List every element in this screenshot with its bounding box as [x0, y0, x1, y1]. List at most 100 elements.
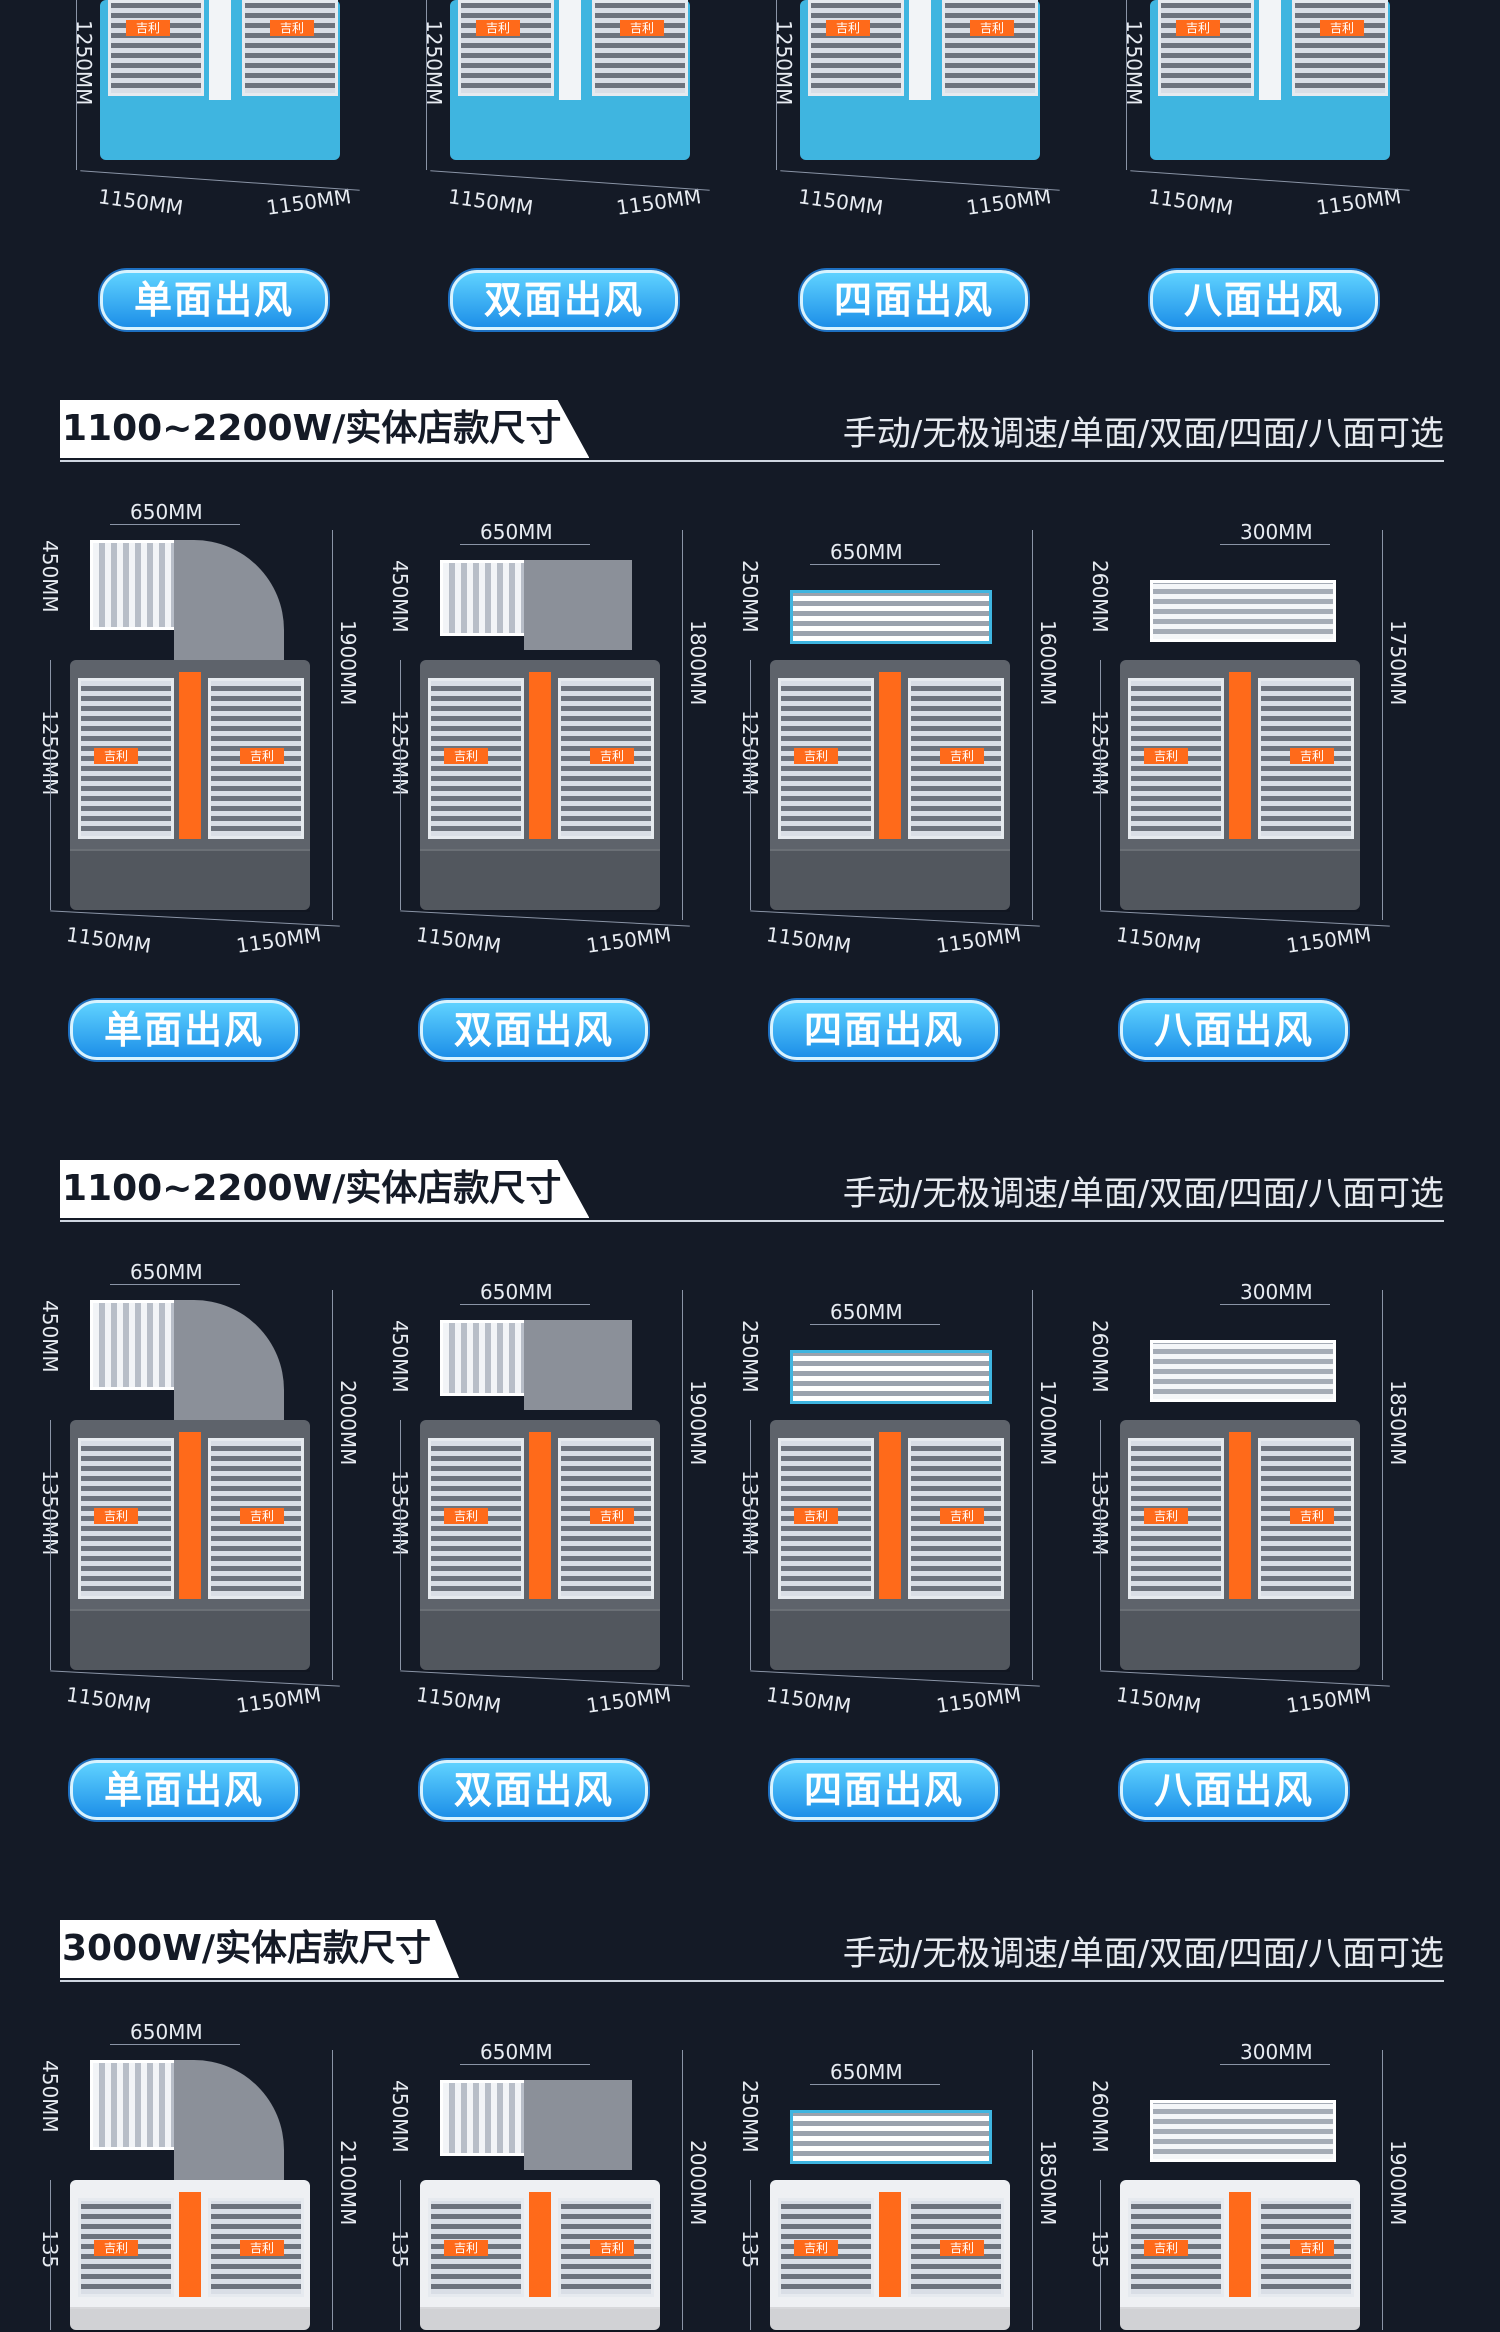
depth-dimension-right: 1150MM [234, 922, 323, 958]
outlet-width-dimension: 650MM [480, 2040, 553, 2064]
dim-line [810, 2084, 940, 2085]
depth-dimension-left: 1150MM [764, 922, 853, 958]
water-tank-base [1120, 1609, 1360, 1672]
water-tank-base [420, 2307, 660, 2332]
control-panel [879, 672, 901, 839]
outlet-width-dimension: 650MM [130, 500, 203, 524]
brand-tag: 吉利 [476, 20, 520, 36]
outlet-height-dimension: 450MM [388, 1320, 412, 1393]
dim-line [1220, 1304, 1330, 1305]
cooler-body: 吉利吉利 [420, 660, 660, 912]
outlet-height-dimension: 450MM [38, 2060, 62, 2133]
airflow-option-button[interactable]: 八面出风 [1150, 270, 1378, 330]
cooler-body: 吉利吉利 [420, 2180, 660, 2332]
control-panel [1259, 0, 1281, 100]
air-duct-outlet [90, 540, 180, 630]
section-title: 3000W/实体店款尺寸 [60, 1920, 460, 1978]
dim-line [110, 1284, 240, 1285]
depth-dimension-right: 1150MM [584, 1682, 673, 1718]
total-height-dimension: 1600MM [1036, 620, 1060, 706]
air-duct-outlet [90, 1300, 180, 1390]
cooler-body: 吉利吉利 [1120, 2180, 1360, 2332]
air-grill-left [1158, 0, 1254, 96]
dim-line [400, 1670, 690, 1687]
depth-dimension-left: 1150MM [1114, 922, 1203, 958]
outlet-height-dimension: 260MM [1088, 2080, 1112, 2153]
brand-tag: 吉利 [240, 747, 284, 764]
total-height-dimension: 1700MM [1036, 1380, 1060, 1466]
dim-line [750, 1420, 751, 1670]
air-duct-outlet [90, 2060, 180, 2150]
airflow-option-button[interactable]: 八面出风 [1120, 1760, 1348, 1820]
brand-tag: 吉利 [590, 2239, 634, 2256]
section-subtitle: 手动/无极调速/单面/双面/四面/八面可选 [842, 1934, 1444, 1974]
depth-dimension-right: 1150MM [1284, 1682, 1373, 1718]
total-height-dimension: 1750MM [1386, 620, 1410, 706]
airflow-option-button[interactable]: 单面出风 [70, 1000, 298, 1060]
water-tank-base [1120, 2307, 1360, 2332]
airflow-option-button[interactable]: 四面出风 [770, 1000, 998, 1060]
control-panel [179, 672, 201, 839]
eight-way-outlet [1150, 580, 1336, 642]
dim-line [332, 530, 333, 920]
section-title: 1100~2200W/实体店款尺寸 [60, 1160, 590, 1218]
dim-line [1126, 0, 1127, 170]
dim-line [400, 660, 401, 910]
dim-line [1100, 2180, 1101, 2330]
airflow-option-button[interactable]: 四面出风 [800, 270, 1028, 330]
outlet-height-dimension: 250MM [738, 1320, 762, 1393]
dim-line [50, 1420, 51, 1670]
outlet-width-dimension: 650MM [830, 540, 903, 564]
cooler-body: 吉利吉利 [770, 660, 1010, 912]
dim-line [1100, 910, 1390, 927]
airflow-option-button[interactable]: 双面出风 [420, 1760, 648, 1820]
outlet-width-dimension: 650MM [130, 1260, 203, 1284]
brand-tag: 吉利 [240, 2239, 284, 2256]
section-title: 1100~2200W/实体店款尺寸 [60, 400, 590, 458]
water-tank-base [70, 849, 310, 912]
cooler-body: 吉利吉利 [1120, 660, 1360, 912]
airflow-option-button[interactable]: 单面出风 [70, 1760, 298, 1820]
control-panel [879, 2192, 901, 2297]
depth-dimension-right: 1150MM [234, 1682, 323, 1718]
outlet-width-dimension: 650MM [830, 2060, 903, 2084]
dim-line [1032, 530, 1033, 920]
dim-line [682, 530, 683, 920]
dim-line [110, 2044, 240, 2045]
dim-line [110, 524, 240, 525]
dim-line [810, 1324, 940, 1325]
airflow-option-button[interactable]: 四面出风 [770, 1760, 998, 1820]
dim-line [810, 564, 940, 565]
airflow-option-button[interactable]: 双面出风 [450, 270, 678, 330]
dim-line [776, 0, 777, 170]
airflow-option-button[interactable]: 单面出风 [100, 270, 328, 330]
total-height-dimension: 2100MM [336, 2140, 360, 2226]
depth-dimension-left: 1150MM [414, 922, 503, 958]
control-panel [529, 2192, 551, 2297]
airflow-option-button[interactable]: 双面出风 [420, 1000, 648, 1060]
depth-dimension-right: 1150MM [934, 922, 1023, 958]
dim-line [400, 2180, 401, 2330]
outlet-width-dimension: 650MM [830, 1300, 903, 1324]
outlet-height-dimension: 450MM [38, 1300, 62, 1373]
cooler-body: 吉利吉利 [770, 1420, 1010, 1672]
total-height-dimension: 2000MM [686, 2140, 710, 2226]
cooler-body: 吉利吉利 [770, 2180, 1010, 2332]
airflow-option-button[interactable]: 八面出风 [1120, 1000, 1348, 1060]
dim-line [50, 1670, 340, 1687]
total-height-dimension: 2000MM [336, 1380, 360, 1466]
total-height-dimension: 1800MM [686, 620, 710, 706]
depth-dimension-left: 1150MM [414, 1682, 503, 1718]
brand-tag: 吉利 [794, 1507, 838, 1524]
dim-line [76, 0, 77, 170]
section-subtitle: 手动/无极调速/单面/双面/四面/八面可选 [842, 1174, 1444, 1214]
dim-line [50, 910, 340, 927]
control-panel [529, 672, 551, 839]
